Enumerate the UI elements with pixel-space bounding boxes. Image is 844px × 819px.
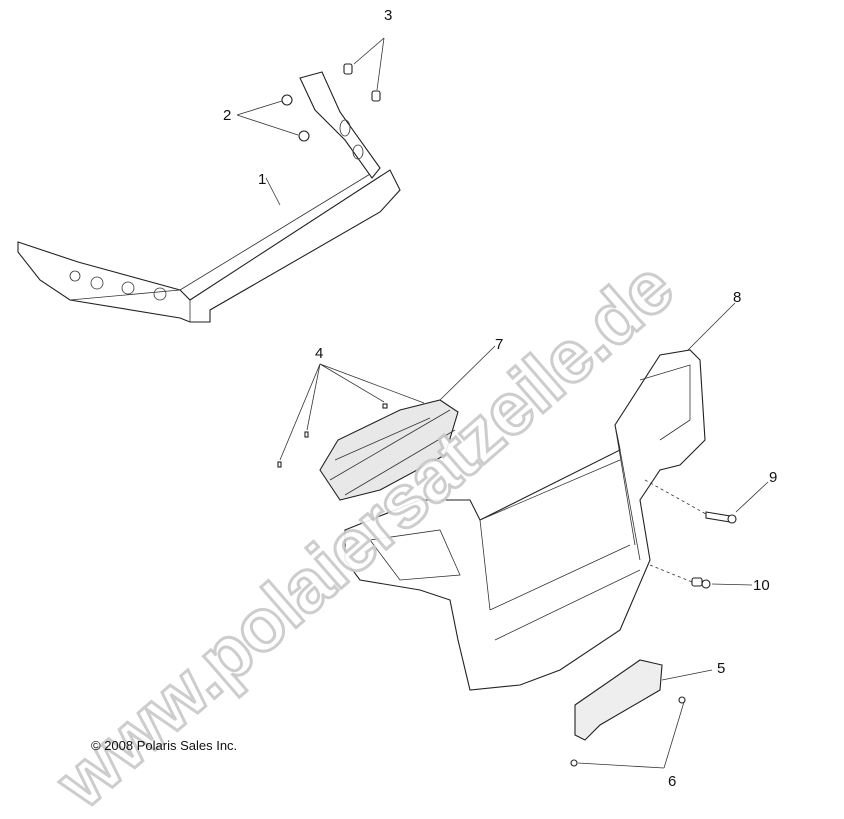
callout-9: 9 [769,469,778,486]
callout-4: 4 [315,345,324,362]
callout-8: 8 [733,289,742,306]
callout-6: 6 [668,773,677,790]
callout-5: 5 [717,660,726,677]
callout-1: 1 [258,171,267,188]
part-8-front-bumper [344,302,736,691]
part-7-grille-mesh [319,345,496,501]
callout-3: 3 [384,7,393,24]
callout-7: 7 [495,336,504,353]
part-5-lower-panel [574,659,713,741]
part-10-bolt [649,564,753,589]
part-9-bolt [644,479,769,524]
part-2-nuts [236,94,310,142]
leader-1 [265,177,281,206]
copyright-notice: © 2008 Polaris Sales Inc. [91,738,238,753]
callout-2: 2 [223,107,232,124]
part-1-mount-frame [17,71,401,323]
part-6-screws [570,696,686,769]
callout-10: 10 [753,577,770,594]
part-3-bolts [343,37,385,102]
